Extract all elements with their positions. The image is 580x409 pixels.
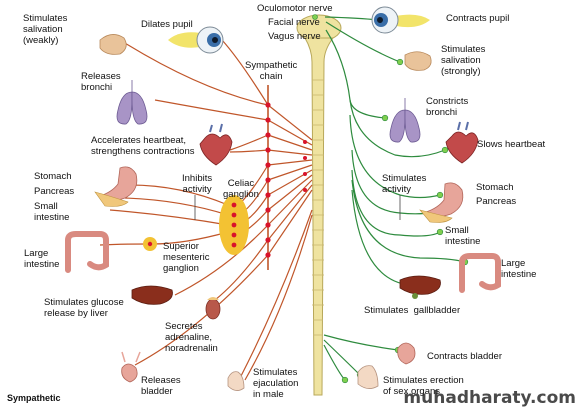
label-stimulates-gallbladder: Stimulates gallbladder	[364, 305, 461, 316]
label-sym-large-intestine: Large intestine	[24, 248, 60, 270]
stomach-left	[99, 166, 138, 201]
label-stimulates-erection: Stimulates erection of sex organs	[383, 375, 464, 397]
chain-ganglia	[265, 102, 307, 258]
bladder-right	[397, 342, 416, 365]
superior-mesenteric-ganglion	[143, 237, 157, 251]
label-secretes-adrenaline: Secretes adrenaline, noradrenalin	[165, 321, 218, 354]
label-oculomotor-nerve: Oculomotor nerve	[257, 3, 333, 14]
liver-left	[131, 285, 173, 305]
pancreas-right	[419, 209, 453, 223]
label-slows-heartbeat: Slows heartbeat	[477, 139, 546, 150]
stomach-right	[425, 182, 464, 217]
label-sympathetic-footer: Sympathetic	[7, 393, 61, 403]
lungs-left	[116, 80, 148, 125]
celiac-ganglion	[219, 195, 249, 255]
bladder-left	[121, 351, 141, 383]
label-para-pancreas: Pancreas	[476, 196, 517, 207]
label-facial-nerve: Facial nerve	[268, 17, 320, 28]
label-contracts-bladder: Contracts bladder	[427, 351, 502, 362]
male-organ-left	[227, 371, 245, 391]
adrenal-kidney-left	[205, 297, 221, 320]
label-accelerates-heartbeat: Accelerates heartbeat, strengthens contr…	[91, 135, 195, 157]
label-celiac-ganglion: Celiac ganglion	[223, 178, 259, 200]
watermark: muhadharaty.com	[403, 388, 576, 408]
eye-left	[168, 26, 224, 54]
male-organ-right	[357, 365, 379, 389]
label-sym-pancreas: Pancreas	[34, 186, 75, 197]
label-constricts-bronchi: Constricts bronchi	[426, 96, 469, 118]
label-sym-stomach: Stomach	[34, 171, 72, 182]
lungs-right	[389, 98, 421, 143]
eye-right	[371, 6, 430, 34]
label-glucose-release: Stimulates glucose release by liver	[44, 297, 124, 319]
label-para-small-intestine: Small intestine	[445, 225, 481, 247]
label-inhibits-activity: Inhibits activity	[182, 173, 213, 195]
pancreas-left	[94, 191, 129, 207]
heart-right	[445, 121, 479, 164]
large-intestine-right	[459, 253, 501, 293]
label-dilates-pupil: Dilates pupil	[141, 19, 193, 30]
label-sym-salivation: Stimulates salivation (weakly)	[23, 13, 68, 46]
label-superior-mesenteric-ganglion: Superior mesenteric ganglion	[163, 241, 210, 274]
label-para-stomach: Stomach	[476, 182, 514, 193]
salivary-gland-left	[99, 34, 127, 55]
label-para-large-intestine: Large intestine	[501, 258, 537, 280]
large-intestine-left	[65, 231, 109, 273]
label-sym-small-intestine: Small intestine	[34, 201, 70, 223]
label-contracts-pupil: Contracts pupil	[446, 13, 510, 24]
heart-left	[199, 123, 233, 166]
label-releases-bronchi: Releases bronchi	[81, 71, 121, 93]
label-sympathetic-chain: Sympathetic chain	[245, 60, 298, 82]
label-stimulates-ejaculation: Stimulates ejaculation in male	[253, 367, 299, 400]
spinal-cord	[296, 14, 342, 396]
salivary-gland-right	[404, 51, 432, 71]
label-vagus-nerve: Vagus nerve	[268, 31, 321, 42]
liver-right	[399, 275, 441, 299]
label-releases-bladder: Releases bladder	[141, 375, 181, 397]
label-stimulates-activity: Stimulates activity	[382, 173, 427, 195]
label-para-salivation: Stimulates salivation (strongly)	[441, 44, 486, 77]
activity-brackets	[194, 195, 401, 220]
